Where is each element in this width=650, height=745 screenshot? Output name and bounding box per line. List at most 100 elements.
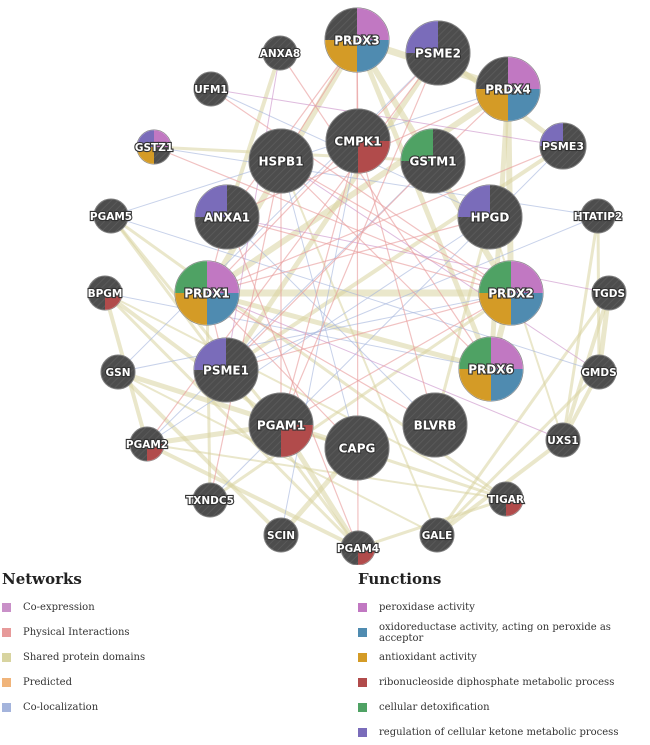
edge-phys — [209, 160, 282, 501]
function-wedge-oxidoreductase — [207, 293, 239, 325]
gene-node-gstz1[interactable]: GSTZ1 — [134, 129, 174, 165]
node-outline — [174, 260, 240, 326]
gene-node-psme1[interactable]: PSME1 — [193, 337, 259, 403]
gene-node-prdx1[interactable]: PRDX1 — [174, 260, 240, 326]
edge-phys — [206, 292, 436, 426]
function-wedge-detox — [459, 337, 491, 369]
edge-shared — [435, 370, 601, 537]
network-legend-label: Shared protein domains — [23, 652, 146, 663]
function-wedge-antioxidant — [175, 293, 207, 325]
node-outline — [136, 129, 172, 165]
gene-label: GSN — [106, 367, 131, 379]
gene-node-tigar[interactable]: TIGAR — [487, 481, 525, 517]
edge-coloc — [225, 215, 599, 371]
gene-node-tgds[interactable]: TGDS — [591, 275, 627, 311]
function-legend-item: peroxidase activity — [358, 595, 650, 620]
gene-label: PSME3 — [542, 140, 584, 153]
function-wedge-antioxidant — [479, 293, 511, 325]
function-wedge-detox — [401, 129, 433, 161]
edge-coloc — [117, 292, 512, 373]
gene-node-ufm1[interactable]: UFM1 — [193, 71, 229, 107]
gene-node-prdx4[interactable]: PRDX4 — [475, 56, 541, 122]
gene-node-gmds[interactable]: GMDS — [580, 354, 618, 390]
network-legend-item: Shared protein domains — [2, 645, 145, 670]
gene-node-gsn[interactable]: GSN — [100, 354, 136, 390]
gene-label: UXS1 — [547, 435, 579, 447]
edge-shared — [103, 291, 360, 550]
edge-shared — [116, 370, 283, 537]
gene-node-pgam2[interactable]: PGAM2 — [125, 426, 169, 462]
gene-node-txndc5[interactable]: TXNDC5 — [185, 482, 235, 518]
gene-node-pgam5[interactable]: PGAM5 — [89, 198, 133, 234]
gene-node-capg[interactable]: CAPG — [324, 415, 390, 481]
gene-node-anxa1[interactable]: ANXA1 — [194, 184, 260, 250]
function-wedge-oxidoreductase — [357, 40, 389, 72]
gene-node-gstm1[interactable]: GSTM1 — [400, 128, 466, 194]
function-legend-item: regulation of cellular ketone metabolic … — [358, 720, 650, 745]
gene-node-pgam4[interactable]: PGAM4 — [336, 530, 380, 565]
gene-label: PGAM5 — [90, 211, 132, 223]
network-swatch — [2, 703, 11, 712]
gene-label: HPGD — [471, 210, 510, 224]
function-wedge-ketone — [458, 185, 490, 217]
gene-node-bpgm[interactable]: BPGM — [87, 275, 123, 311]
gene-label: HSPB1 — [259, 154, 304, 168]
gene-node-prdx6[interactable]: PRDX6 — [458, 336, 524, 402]
gene-node-htatip2[interactable]: HTATIP2 — [573, 198, 623, 234]
gene-node-hpgd[interactable]: HPGD — [457, 184, 523, 250]
node-outline — [262, 35, 298, 71]
gene-node-psme3[interactable]: PSME3 — [539, 122, 587, 170]
gene-node-scin[interactable]: SCIN — [263, 517, 299, 553]
node-outline — [129, 426, 165, 462]
gene-node-prdx3[interactable]: PRDX3 — [324, 7, 390, 73]
function-wedge-ketone — [406, 21, 438, 53]
edge-shared — [354, 37, 494, 372]
function-legend-label: cellular detoxification — [379, 702, 490, 713]
gene-node-psme2[interactable]: PSME2 — [405, 20, 471, 86]
gene-label: CMPK1 — [334, 134, 381, 148]
node-outline — [248, 128, 314, 194]
network-legend-label: Predicted — [23, 677, 72, 688]
node-outline — [419, 517, 455, 553]
gene-node-pgam1[interactable]: PGAM1 — [248, 392, 314, 458]
edge-shared — [115, 369, 360, 451]
network-legend-item: Co-localization — [2, 695, 145, 720]
gene-label: ANXA1 — [204, 210, 250, 224]
edge-shared — [146, 443, 507, 500]
node-outline — [581, 354, 617, 390]
node-outline — [324, 7, 390, 73]
gene-label: GMDS — [581, 367, 616, 379]
node-outline — [192, 482, 228, 518]
edge-shared — [204, 290, 494, 372]
node-outline — [193, 71, 229, 107]
gene-label: HTATIP2 — [574, 211, 623, 223]
gene-node-blvrb[interactable]: BLVRB — [402, 392, 468, 458]
function-swatch — [358, 728, 367, 737]
gene-node-cmpk1[interactable]: CMPK1 — [325, 108, 391, 174]
function-legend-item: cellular detoxification — [358, 695, 650, 720]
edge-phys — [357, 140, 436, 426]
gene-label: PGAM1 — [257, 418, 305, 432]
function-legend-item: oxidoreductase activity, acting on perox… — [358, 620, 650, 645]
edge-shared — [280, 160, 438, 536]
function-wedge-ribonucleoside — [506, 499, 523, 516]
node-outline — [545, 422, 581, 458]
gene-node-anxa8[interactable]: ANXA8 — [259, 35, 301, 71]
node-outline — [457, 184, 523, 250]
gene-node-uxs1[interactable]: UXS1 — [545, 422, 581, 458]
node-circle — [419, 517, 455, 553]
node-outline — [580, 198, 616, 234]
function-wedge-ribonucleoside — [358, 141, 390, 173]
node-circle — [591, 275, 627, 311]
gene-node-gale[interactable]: GALE — [419, 517, 455, 553]
gene-node-hspb1[interactable]: HSPB1 — [248, 128, 314, 194]
function-wedge-detox — [479, 261, 511, 293]
node-outline — [87, 275, 123, 311]
edge-coloc — [146, 216, 491, 445]
node-circle — [193, 71, 229, 107]
function-swatch — [358, 678, 367, 687]
gene-label: PRDX1 — [184, 286, 230, 300]
gene-node-prdx2[interactable]: PRDX2 — [478, 260, 544, 326]
function-wedge-antioxidant — [476, 89, 508, 121]
network-swatch — [2, 628, 11, 637]
